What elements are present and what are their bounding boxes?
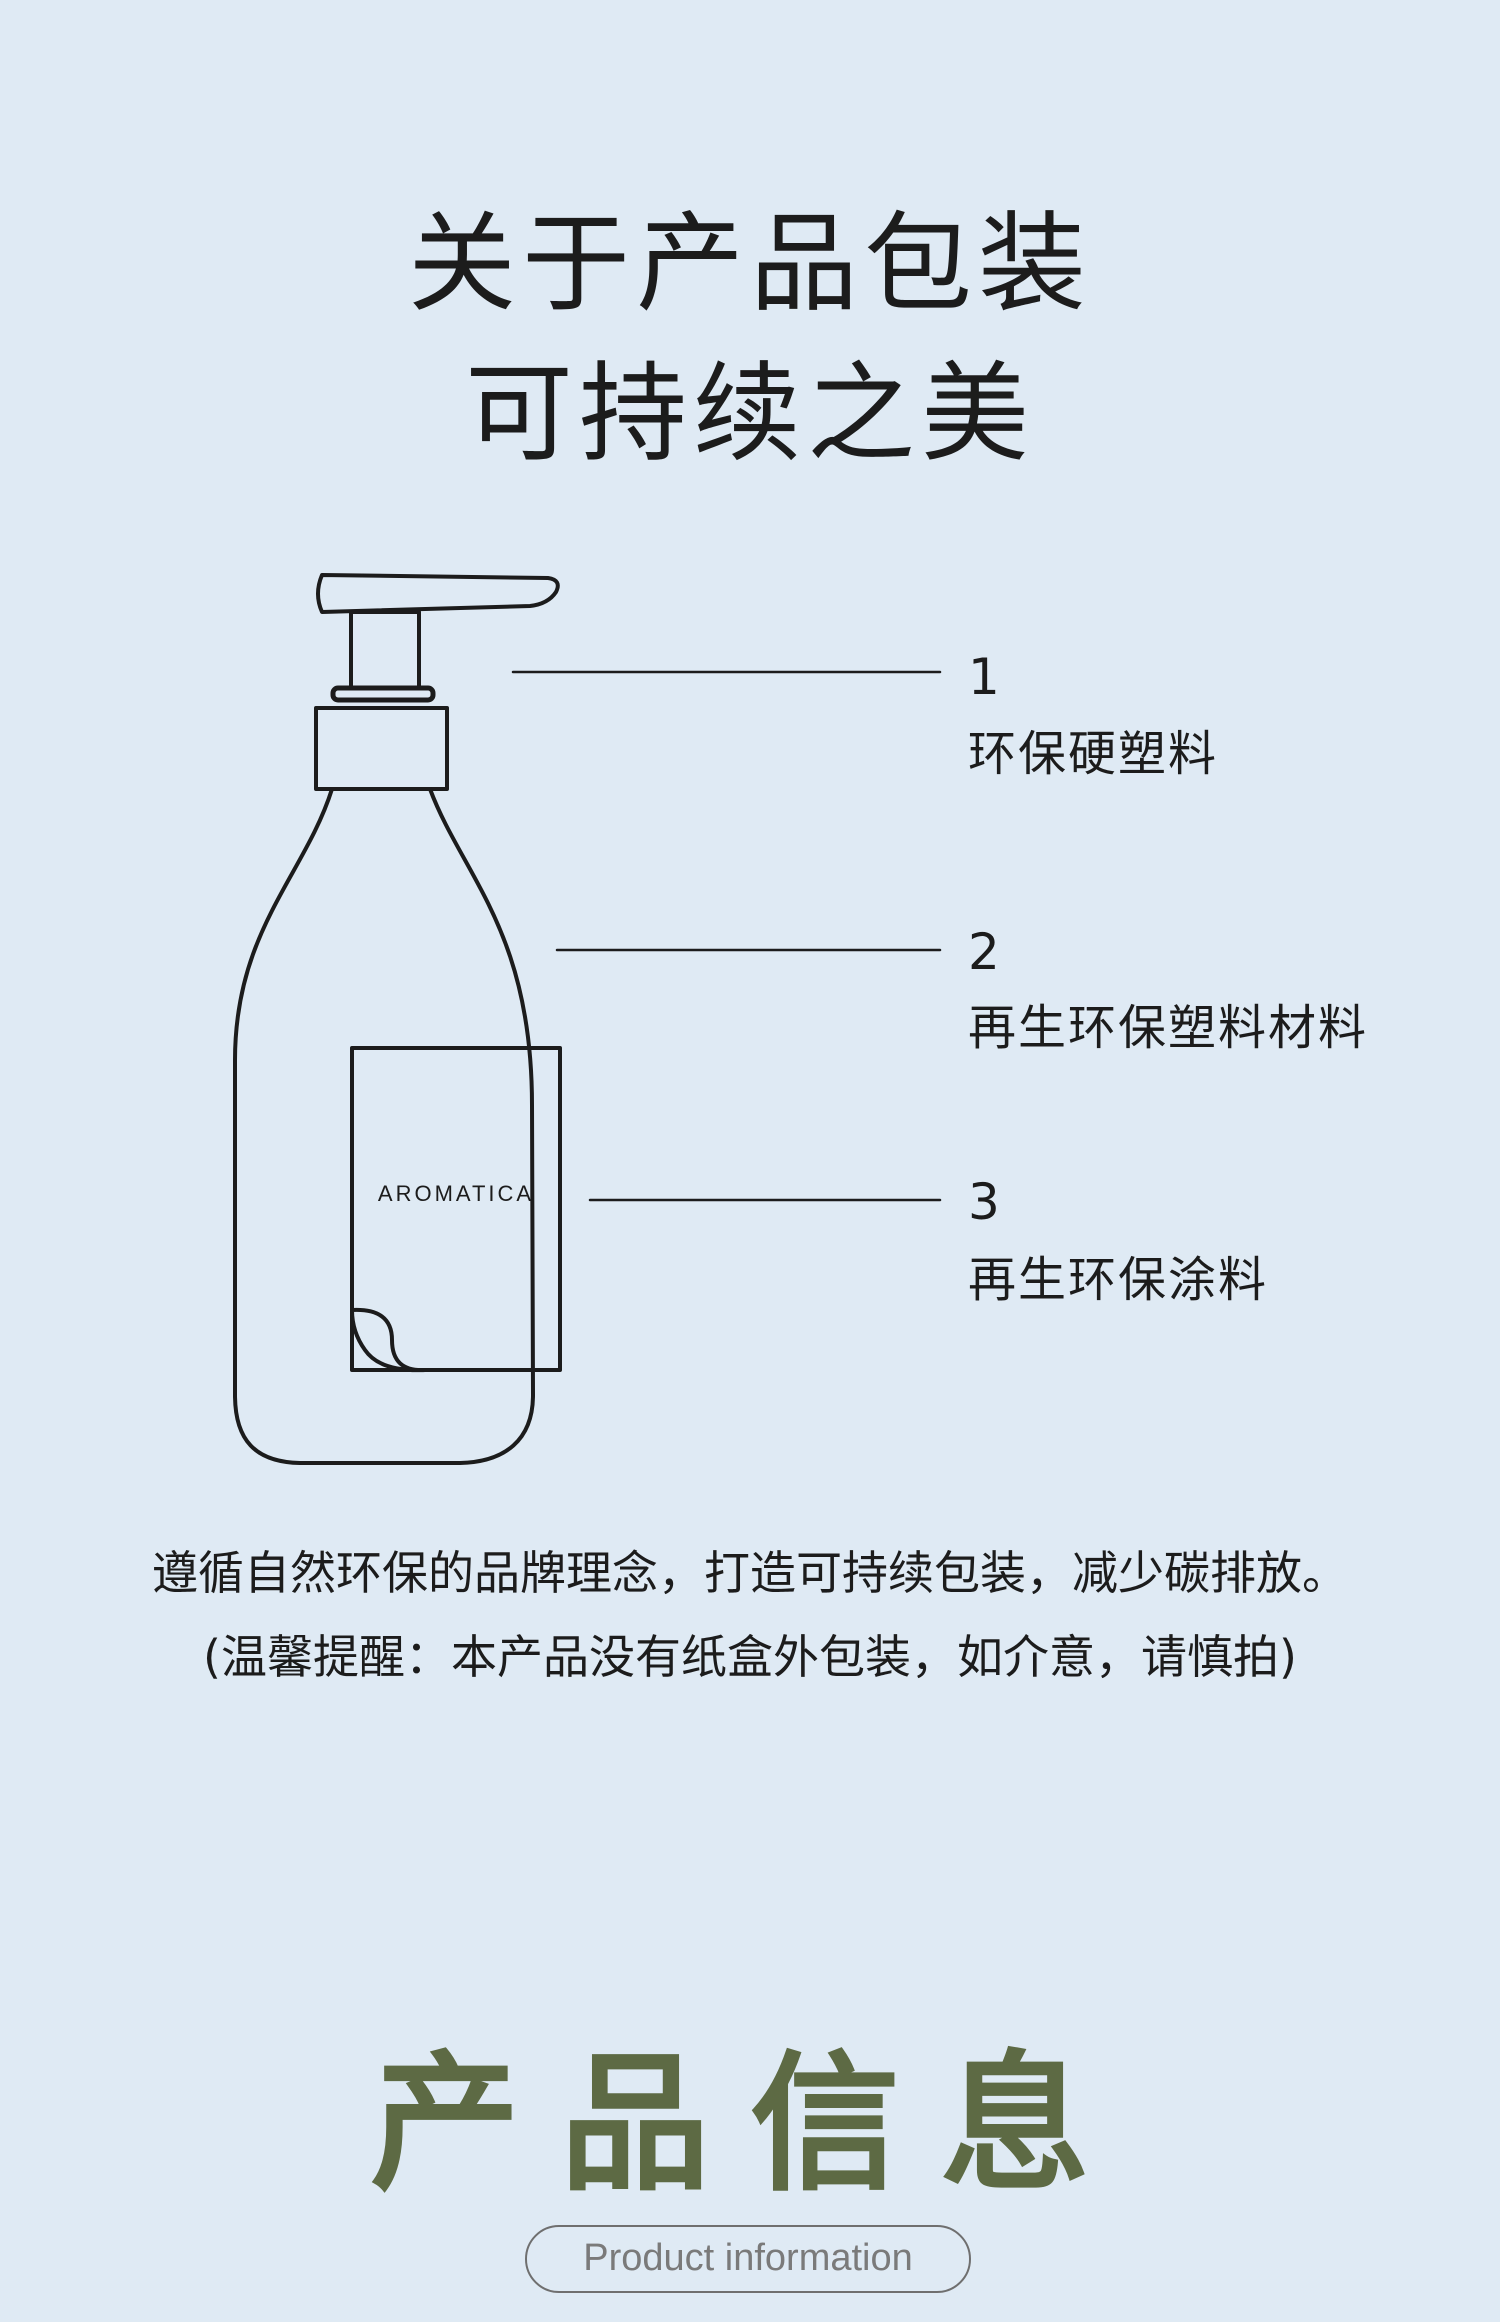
callout-label-3: 再生环保涂料	[968, 1252, 1269, 1308]
page-title-line1: 关于产品包装	[407, 202, 1092, 327]
callout-number-2: 2	[968, 923, 1000, 981]
callout-number-1: 1	[968, 648, 1000, 706]
bottle-label-panel	[350, 1046, 562, 1372]
callout-number-3: 3	[968, 1173, 1000, 1231]
product-info-title: 产品信息	[369, 2038, 1130, 2212]
bottle-brand-text: AROMATICA	[378, 1181, 534, 1206]
product-info-pill: Product information	[525, 2225, 971, 2293]
page-title-line2: 可持续之美	[464, 352, 1035, 477]
label-peel-corner	[350, 1307, 427, 1373]
description-line2: (温馨提醒：本产品没有纸盒外包装，如介意，请慎拍)	[203, 1630, 1297, 1684]
bottle-illustration: AROMATICA	[233, 573, 942, 1465]
pump-stem	[349, 610, 421, 690]
description-line1: 遵循自然环保的品牌理念，打造可持续包装，减少碳排放。	[152, 1546, 1348, 1600]
bottle-cap	[314, 706, 449, 791]
pump-collar	[330, 685, 436, 703]
callout-label-1: 环保硬塑料	[968, 726, 1219, 782]
bottle-body	[233, 787, 535, 1465]
title-block: 关于产品包装 可持续之美	[0, 190, 1500, 490]
pump-nozzle	[316, 573, 560, 614]
callout-label-2: 再生环保塑料材料	[968, 1000, 1369, 1056]
